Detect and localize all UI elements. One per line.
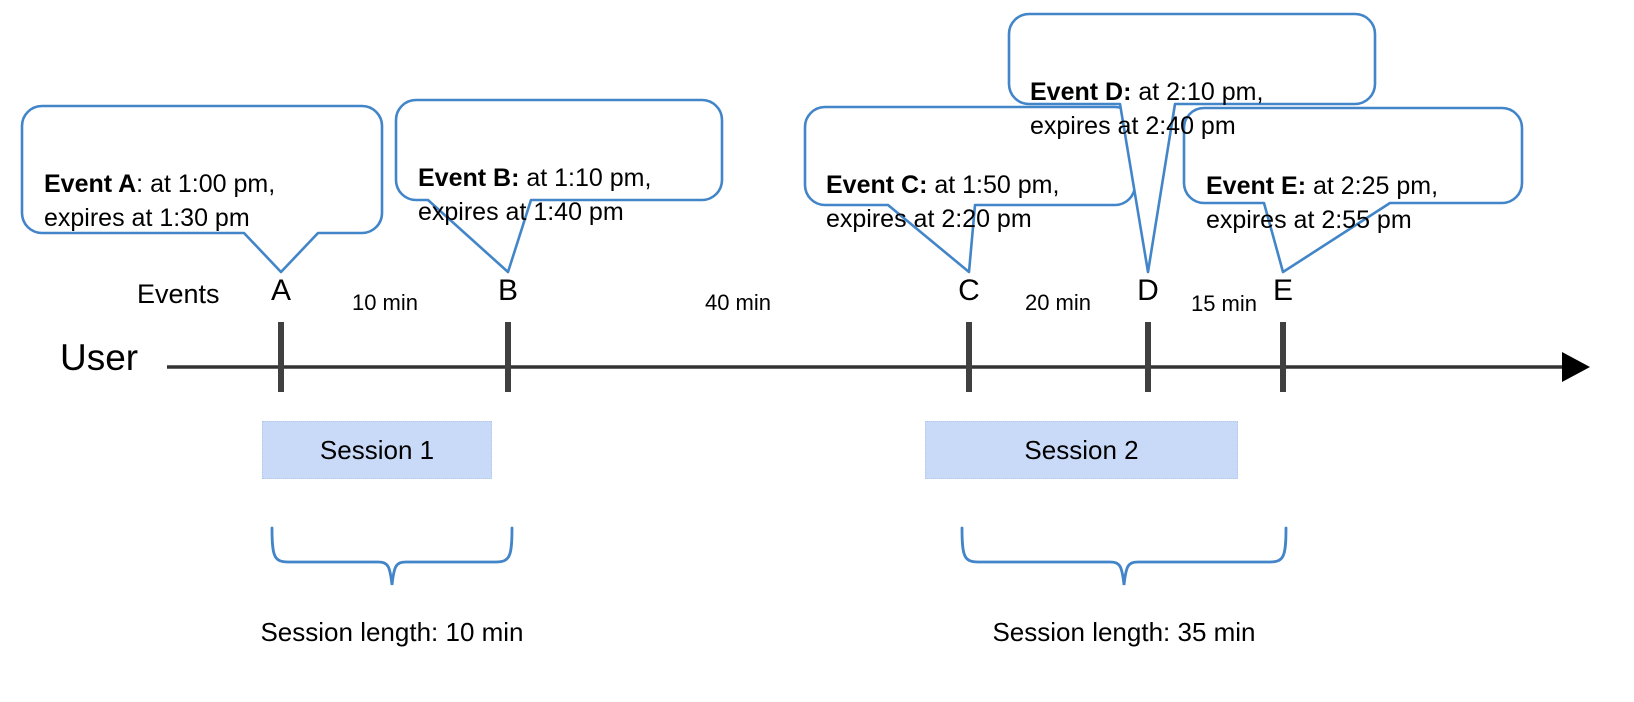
callout-event-a-lead: Event A xyxy=(44,170,137,198)
events-row-label: Events xyxy=(137,279,220,309)
marker-label-b: B xyxy=(497,274,518,307)
callout-event-e-shape xyxy=(1182,106,1524,274)
callout-event-e-separator xyxy=(1306,172,1313,200)
callout-event-b-body: at 1:10 pm, expires at 1:40 pm xyxy=(418,164,652,226)
callout-event-b-lead: Event B: xyxy=(418,164,520,192)
timeline-markers xyxy=(278,322,1286,392)
session-1-length-caption: Session length: 10 min xyxy=(260,617,524,647)
brace-session-1 xyxy=(270,526,514,586)
callout-event-d-shape xyxy=(1007,12,1377,274)
callout-event-e-text: Event E: at 2:25 pm, expires at 2:55 pm xyxy=(1206,135,1518,237)
session-box-1[interactable]: Session 1 xyxy=(262,421,492,479)
marker-label-c: C xyxy=(958,274,980,307)
marker-label-d: D xyxy=(1137,274,1159,307)
user-row-label: User xyxy=(60,337,139,378)
callout-event-d-body: at 2:10 pm, expires at 2:40 pm xyxy=(1030,78,1264,140)
callout-event-c-text: Event C: at 1:50 pm, expires at 2:20 pm xyxy=(826,134,1131,236)
session-box-1-label: Session 1 xyxy=(319,434,435,465)
callout-event-e-body: at 2:25 pm, expires at 2:55 pm xyxy=(1206,172,1439,234)
callout-event-b-shape xyxy=(394,98,724,274)
callout-event-a-separator: : xyxy=(136,170,151,198)
callout-event-a-body: at 1:00 pm, expires at 1:30 pm xyxy=(44,170,276,232)
callout-event-d-lead: Event D: xyxy=(1030,78,1132,106)
interval-label-b-c: 40 min xyxy=(704,290,772,315)
callout-event-e-lead: Event E: xyxy=(1206,172,1307,200)
brace-session-2 xyxy=(960,526,1288,586)
callout-event-d-text: Event D: at 2:10 pm, expires at 2:40 pm xyxy=(1030,41,1370,143)
callout-event-a-text: Event A: at 1:00 pm, expires at 1:30 pm xyxy=(44,133,374,235)
callout-event-b-text: Event B: at 1:10 pm, expires at 1:40 pm xyxy=(418,127,718,229)
session-box-2-label: Session 2 xyxy=(1024,434,1139,465)
callout-event-c-lead: Event C: xyxy=(826,171,928,199)
marker-label-a: A xyxy=(270,274,291,307)
callout-event-c-body: at 1:50 pm, expires at 2:20 pm xyxy=(826,171,1060,233)
session-box-2[interactable]: Session 2 xyxy=(925,421,1238,479)
callout-event-a-shape xyxy=(20,104,384,274)
interval-label-c-d: 20 min xyxy=(1024,290,1092,315)
interval-label-a-b: 10 min xyxy=(351,290,419,315)
timeline-axis xyxy=(167,352,1590,382)
marker-label-e: E xyxy=(1272,274,1293,307)
session-2-length-caption: Session length: 35 min xyxy=(992,617,1256,647)
interval-label-d-e: 15 min xyxy=(1190,291,1258,316)
timeline-arrowhead xyxy=(1562,352,1590,382)
